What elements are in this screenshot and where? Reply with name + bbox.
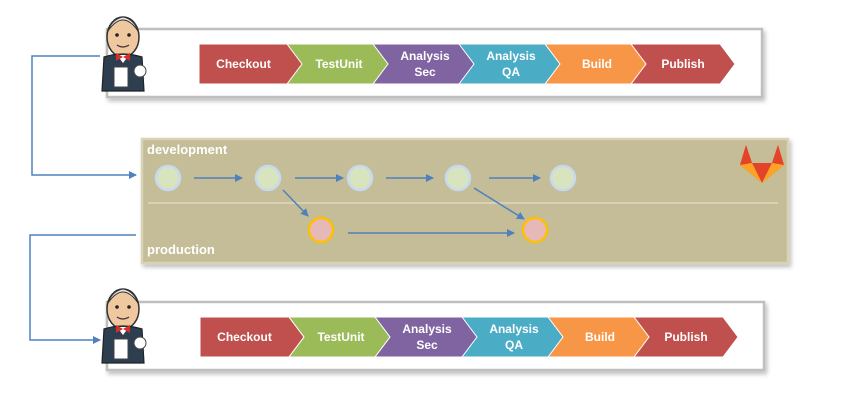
pipeline-stage: TestUnit [286, 43, 392, 85]
pipeline-stage: Publish [630, 43, 736, 85]
commit-node [346, 164, 374, 192]
stage-label: Analysis [400, 49, 450, 63]
stage-label: QA [502, 65, 520, 79]
stage-label: Build [585, 330, 615, 344]
jenkins-butler-icon [101, 288, 147, 364]
connector-top [31, 55, 137, 179]
commit-node [254, 164, 282, 192]
commit-node-production [307, 216, 335, 244]
pipeline-stage: Checkout [199, 316, 305, 358]
jenkins-butler-icon [101, 16, 147, 92]
stage-label: Publish [661, 57, 704, 71]
stage-chevron [630, 43, 736, 85]
commit-node [154, 164, 182, 192]
stage-chevron [633, 316, 739, 358]
stage-label: Checkout [217, 330, 272, 344]
stage-label: TestUnit [315, 57, 362, 71]
git-branch-panel: development production [140, 137, 790, 265]
pipeline-stage: Checkout [198, 43, 304, 85]
commit-node [444, 164, 472, 192]
branch-label-development: development [147, 142, 228, 157]
stage-label: Analysis [402, 322, 452, 336]
stage-label: Analysis [489, 322, 539, 336]
pipeline-stage: Publish [633, 316, 739, 358]
commit-node-production [521, 216, 549, 244]
stage-label: Sec [414, 65, 436, 79]
pipeline-stage: TestUnit [288, 316, 394, 358]
pipeline-stage: Build [544, 43, 650, 85]
merge-arrow [282, 189, 309, 217]
stage-label: Sec [416, 338, 438, 352]
stage-label: Checkout [216, 57, 271, 71]
commit-node [549, 164, 577, 192]
stage-label: Analysis [486, 49, 536, 63]
stage-label: QA [505, 338, 523, 352]
stage-label: Build [582, 57, 612, 71]
stage-label: TestUnit [317, 330, 364, 344]
merge-arrow [473, 187, 525, 220]
stage-label: Publish [664, 330, 707, 344]
gitlab-fox-icon [740, 145, 784, 183]
branch-label-production: production [147, 242, 215, 257]
connector-bottom [29, 234, 136, 344]
pipeline-stage: Build [547, 316, 653, 358]
